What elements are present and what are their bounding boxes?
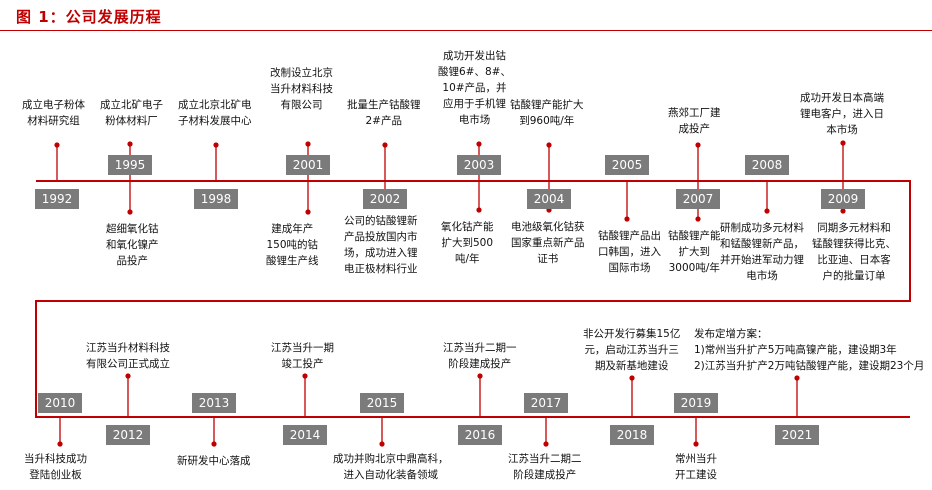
year-box-2018: 2018 [610, 425, 654, 445]
stem-2005-dot [624, 216, 630, 222]
stem-2019-dot [693, 441, 699, 447]
year-box-2007: 2007 [676, 189, 720, 209]
stem-2001-down-dot [305, 209, 311, 215]
year-box-2004: 2004 [527, 189, 571, 209]
event-1995-up: 成立北矿电子 粉体材料厂 [100, 99, 163, 127]
year-box-2017: 2017 [524, 393, 568, 413]
event-1995-down: 超细氧化钴 和氧化镍产 品投产 [106, 223, 159, 267]
stem-2015-dot [379, 441, 385, 447]
year-box-2005: 2005 [605, 155, 649, 175]
event-2001-down: 建成年产 150吨的钴 酸锂生产线 [266, 223, 319, 267]
stem-2003-up-dot [476, 141, 482, 147]
year-box-2019: 2019 [674, 393, 718, 413]
event-2004-up: 钴酸锂产能扩大 到960吨/年 [510, 99, 584, 127]
stem-2013-dot [211, 441, 217, 447]
event-2016: 江苏当升二期一 阶段建成投产 [443, 342, 517, 370]
event-2017: 江苏当升二期二 阶段建成投产 [508, 453, 582, 481]
year-box-2014: 2014 [283, 425, 327, 445]
stem-2002-up-dot [382, 142, 388, 148]
event-2004-down: 电池级氧化钴获 国家重点新产品 证书 [511, 221, 585, 265]
year-box-2013: 2013 [192, 393, 236, 413]
year-box-1998: 1998 [194, 189, 238, 209]
event-2009-up: 成功开发日本高端 锂电客户，进入日 本市场 [800, 92, 884, 136]
stem-2008-dot [764, 208, 770, 214]
stem-2003-down-dot [476, 207, 482, 213]
event-2001-up: 改制设立北京 当升材料科技 有限公司 [270, 67, 333, 111]
event-2007-up: 燕郊工厂建 成投产 [668, 107, 721, 135]
stem-2016-dot [477, 373, 483, 379]
event-2019: 常州当升 开工建设 [675, 453, 717, 481]
event-2003-up: 成功开发出钴 酸锂6#、8#、 10#产品，并 应用于手机锂 电市场 [438, 50, 511, 126]
year-box-2001: 2001 [286, 155, 330, 175]
event-2008: 研制成功多元材料 和锰酸锂新产品， 并开始进军动力锂 电市场 [720, 222, 804, 282]
event-2012: 江苏当升材料科技 有限公司正式成立 [86, 342, 170, 370]
event-2018: 非公开发行募集15亿 元，启动江苏当升三 期及新基地建设 [583, 328, 681, 372]
year-box-2009: 2009 [821, 189, 865, 209]
year-box-2012: 2012 [106, 425, 150, 445]
year-box-2015: 2015 [360, 393, 404, 413]
year-box-2003: 2003 [457, 155, 501, 175]
stem-1995-up-dot [127, 141, 133, 147]
event-2002-up: 批量生产钴酸锂 2#产品 [347, 99, 421, 127]
year-box-2010: 2010 [38, 393, 82, 413]
figure-title: 图 1：公司发展历程 [16, 8, 162, 26]
year-box-2016: 2016 [458, 425, 502, 445]
year-box-2021: 2021 [775, 425, 819, 445]
stem-2017-dot [543, 441, 549, 447]
event-1998: 成立北京北矿电 子材料发展中心 [178, 99, 252, 127]
event-2013: 新研发中心落成 [177, 455, 251, 467]
timeline-line [35, 180, 911, 418]
event-2007-down: 钴酸锂产能 扩大到 3000吨/年 [668, 230, 721, 274]
stem-2010-dot [57, 441, 63, 447]
year-box-1995: 1995 [108, 155, 152, 175]
stem-2014-dot [302, 373, 308, 379]
year-box-2008: 2008 [745, 155, 789, 175]
event-2014: 江苏当升一期 竣工投产 [271, 342, 334, 370]
stem-2007-up-dot [695, 142, 701, 148]
stem-2001-up-dot [305, 141, 311, 147]
stem-1995-down-dot [127, 209, 133, 215]
stem-2021-dot [794, 375, 800, 381]
stem-2004-up-dot [546, 142, 552, 148]
stem-2009-down-dot [840, 208, 846, 214]
event-2021: 发布定增方案： 1)常州当升扩产5万吨高镍产能，建设期3年 2)江苏当升扩产2万… [694, 328, 925, 372]
timeline-stems [54, 140, 846, 447]
event-2009-down: 同期多元材料和 锰酸锂获得比克、 比亚迪、日本客 户的批量订单 [812, 222, 896, 282]
event-2003-down: 氧化钴产能 扩大到500 吨/年 [441, 221, 494, 265]
stem-2007-down-dot [695, 216, 701, 222]
stem-2018-dot [629, 375, 635, 381]
stem-1992-dot [54, 142, 60, 148]
year-box-2002: 2002 [363, 189, 407, 209]
year-box-1992: 1992 [35, 189, 79, 209]
stem-1998-dot [213, 142, 219, 148]
event-1992: 成立电子粉体 材料研究组 [22, 99, 85, 127]
event-2005: 钴酸锂产品出 口韩国，进入 国际市场 [598, 230, 661, 274]
stem-2009-up-dot [840, 140, 846, 146]
event-2015: 成功并购北京中鼎高科， 进入自动化装备领域 [333, 453, 449, 481]
stem-2012-dot [125, 373, 131, 379]
event-2002-down: 公司的钴酸锂新 产品投放国内市 场，成功进入锂 电正极材料行业 [344, 215, 418, 275]
title-underline [0, 30, 932, 31]
event-2010: 当升科技成功 登陆创业板 [24, 453, 87, 481]
